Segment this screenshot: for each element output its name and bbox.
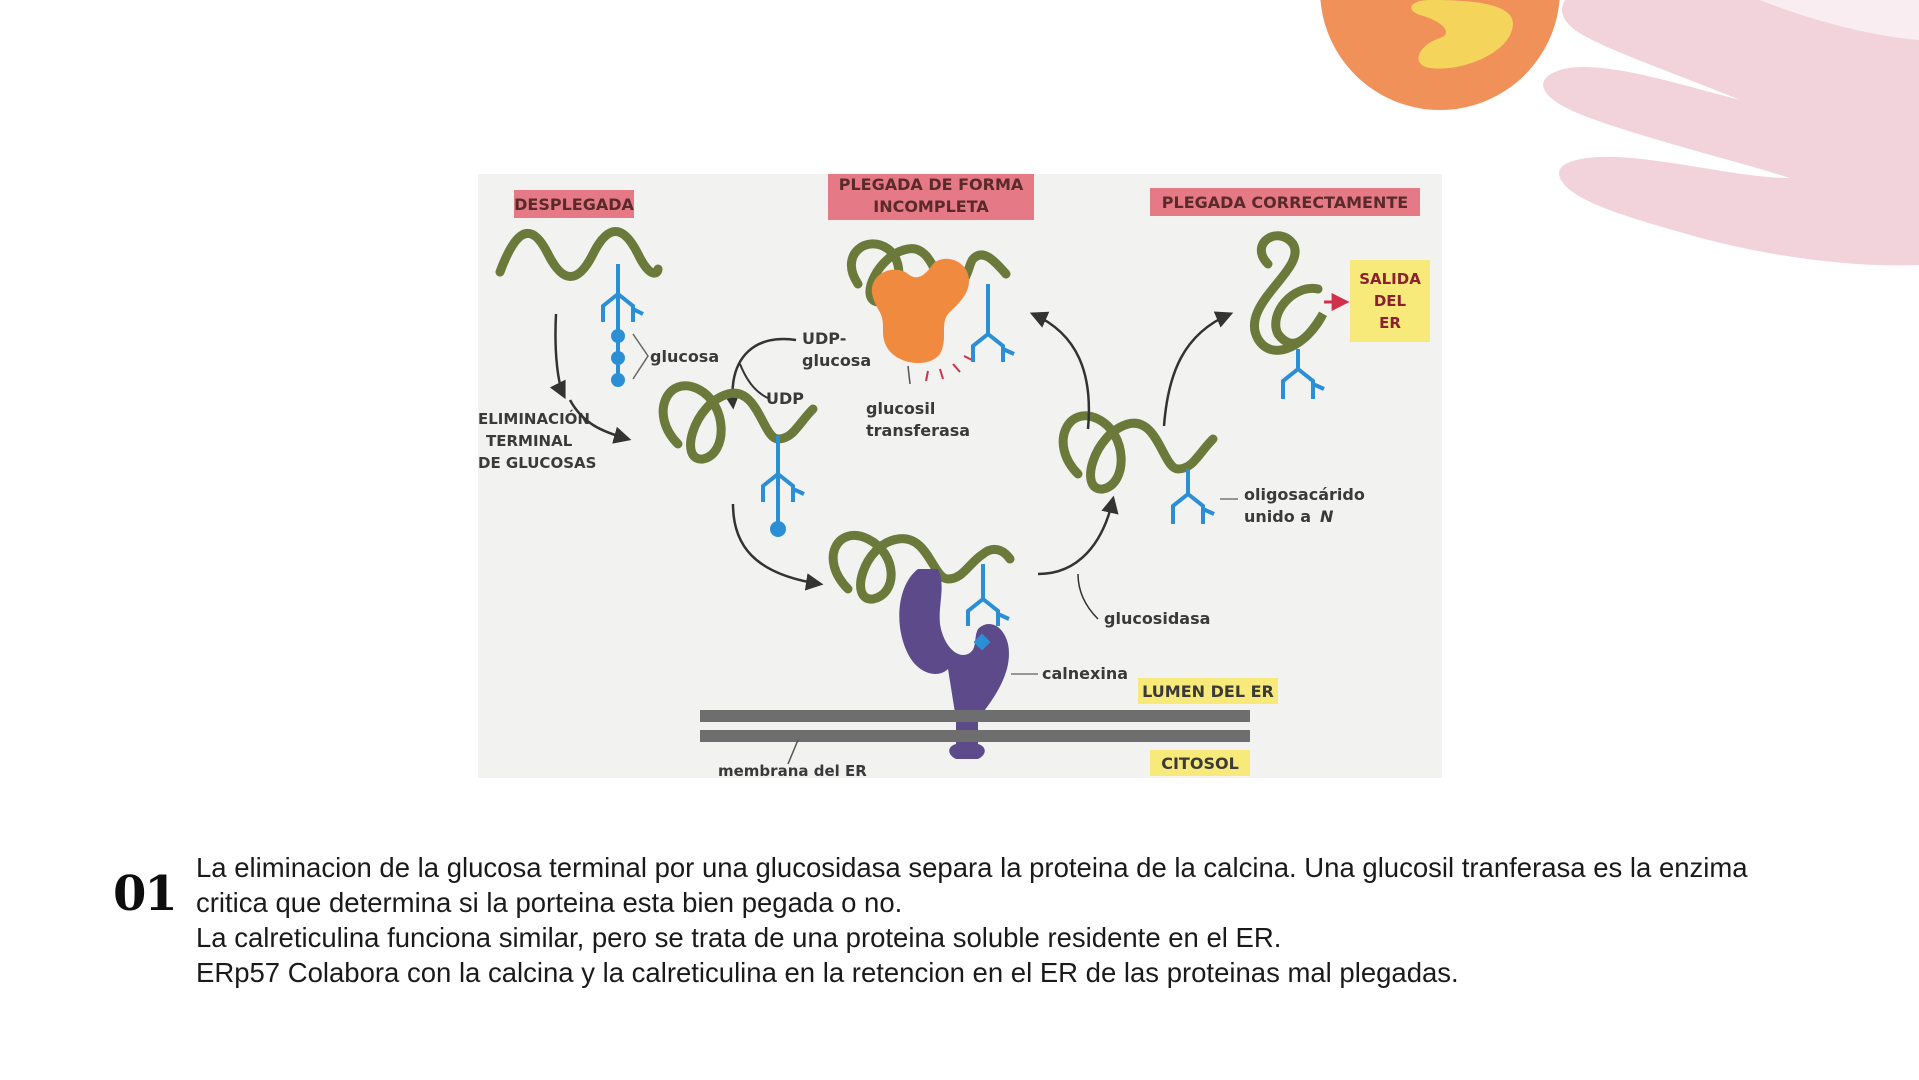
lumen-label: LUMEN DEL ER [1142,682,1274,701]
incomplete-label-box [828,174,1034,220]
elimination-label-line1: ELIMINACIÓN [478,409,590,428]
sun-decoration [1320,0,1560,110]
udp-glucose-label-line1: UDP- [802,329,846,348]
unfolded-label-box [514,190,634,218]
exit-label-line2: DEL [1374,292,1407,310]
incomplete-label-line1: PLEGADA DE FORMA [839,175,1024,194]
correctly-folded-protein [1250,231,1328,399]
folding-intermediate-protein [658,381,818,537]
body-paragraph-1: La eliminacion de la glucosa terminal po… [196,852,1748,918]
cytosol-label: CITOSOL [1161,754,1239,773]
slide-body-text: La eliminacion de la glucosa terminal po… [196,850,1756,990]
unfolded-protein: glucosa [495,227,719,387]
unfolded-label: DESPLEGADA [514,195,634,214]
glucosyl-transferase-enzyme [871,258,969,364]
exit-label-box [1350,260,1430,342]
calnexin-label: calnexina [1042,664,1128,683]
correct-label-box [1150,188,1420,216]
correct-label: PLEGADA CORRECTAMENTE [1162,193,1408,212]
exit-label-line1: SALIDA [1359,270,1421,288]
er-membrane [700,710,1250,742]
lumen-label-box [1138,678,1278,704]
calnexin-cycle-diagram: DESPLEGADA PLEGADA DE FORMA INCOMPLETA P… [478,174,1442,778]
incomplete-label-line2: INCOMPLETA [873,197,989,216]
udp-label: UDP [766,389,804,408]
membrane-label: membrana del ER [718,762,867,778]
glucosyl-transferase-label-line2: transferasa [866,421,970,440]
pink-blob-decoration [1543,0,1919,266]
glucose-label: glucosa [650,347,719,366]
oligosaccharide-label-n: N [1320,507,1334,526]
udp-glucose-label-line2: glucosa [802,351,871,370]
oligosaccharide-label-line2: unido a [1244,507,1311,526]
elimination-label-line3: DE GLUCOSAS [478,454,596,472]
cytosol-label-box [1150,750,1250,776]
oligosaccharide-label-line1: oligosacárido [1244,485,1365,504]
slide-number: 01 [113,866,178,922]
released-protein: oligosacárido unido a N [1058,411,1365,526]
glucosidase-label: glucosidasa [1104,609,1210,628]
body-paragraph-3: ERp57 Colabora con la calcina y la calre… [196,957,1459,988]
body-paragraph-2: La calreticulina funciona similar, pero … [196,922,1282,953]
exit-label-line3: ER [1379,314,1401,332]
elimination-label-line2: TERMINAL [486,432,573,450]
incomplete-folded-protein: glucosil transferasa [847,239,1015,440]
glucosyl-transferase-label-line1: glucosil [866,399,935,418]
